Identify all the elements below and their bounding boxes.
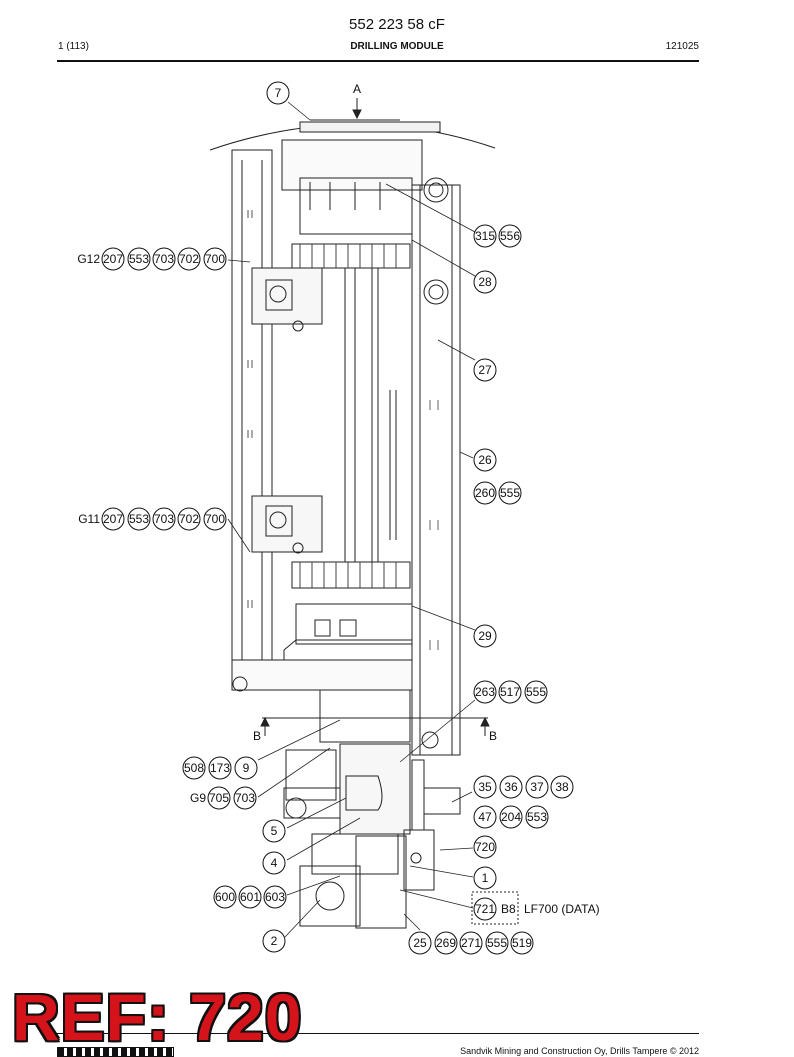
section-label-b-left: B xyxy=(253,729,261,743)
page-title: DRILLING MODULE xyxy=(350,41,444,52)
group-label-g11: G11 xyxy=(78,512,100,526)
callout-700: 700 xyxy=(205,512,225,526)
callout-553: 553 xyxy=(129,512,149,526)
label-b8: B8 xyxy=(501,902,516,916)
callout-702: 702 xyxy=(179,512,199,526)
callout-555: 555 xyxy=(500,486,520,500)
callout-263: 263 xyxy=(475,685,495,699)
ref-stamp: REF: 720 xyxy=(12,980,303,1054)
section-label-b-right: B xyxy=(489,729,497,743)
callout-519: 519 xyxy=(512,936,532,950)
group-label-g9: G9 xyxy=(190,791,206,805)
callout-603: 603 xyxy=(265,890,285,904)
callout-204: 204 xyxy=(501,810,521,824)
callout-37: 37 xyxy=(530,780,544,794)
header-rule xyxy=(57,60,699,62)
view-label-a: A xyxy=(353,82,361,96)
callout-26: 26 xyxy=(478,453,492,467)
callout-25: 25 xyxy=(413,936,427,950)
callout-315: 315 xyxy=(475,229,495,243)
callout-173: 173 xyxy=(210,761,230,775)
callout-7: 7 xyxy=(275,86,282,100)
callout-27: 27 xyxy=(478,363,492,377)
callout-36: 36 xyxy=(504,780,518,794)
label-lf700: LF700 (DATA) xyxy=(524,902,600,916)
callout-4: 4 xyxy=(271,856,278,870)
callout-29: 29 xyxy=(478,629,492,643)
page-indicator: 1 (113) xyxy=(58,41,89,52)
footer-rule xyxy=(57,1033,699,1034)
callout-38: 38 xyxy=(555,780,569,794)
document-number: 552 223 58 cF xyxy=(349,16,445,33)
document-code: 121025 xyxy=(665,41,699,52)
callout-207: 207 xyxy=(103,252,123,266)
callout-5: 5 xyxy=(271,824,278,838)
callout-702: 702 xyxy=(179,252,199,266)
callout-703: 703 xyxy=(154,252,174,266)
callout-556: 556 xyxy=(500,229,520,243)
callout-269: 269 xyxy=(436,936,456,950)
callout-553: 553 xyxy=(129,252,149,266)
callout-2: 2 xyxy=(271,934,278,948)
callout-600: 600 xyxy=(215,890,235,904)
callout-271: 271 xyxy=(461,936,481,950)
callout-47: 47 xyxy=(478,810,492,824)
callout-1: 1 xyxy=(482,871,489,885)
callout-703: 703 xyxy=(235,791,255,805)
callout-circles xyxy=(101,81,574,955)
callout-35: 35 xyxy=(478,780,492,794)
callout-705: 705 xyxy=(209,791,229,805)
callout-601: 601 xyxy=(240,890,260,904)
callout-555: 555 xyxy=(526,685,546,699)
callout-700: 700 xyxy=(205,252,225,266)
footer-copyright: Sandvik Mining and Construction Oy, Dril… xyxy=(460,1046,699,1056)
callout-721: 721 xyxy=(475,902,495,916)
group-label-g12: G12 xyxy=(77,252,100,266)
callout-553: 553 xyxy=(527,810,547,824)
callout-207: 207 xyxy=(103,512,123,526)
callout-517: 517 xyxy=(500,685,520,699)
callout-703: 703 xyxy=(154,512,174,526)
callout-508: 508 xyxy=(184,761,204,775)
callout-720: 720 xyxy=(475,840,495,854)
callout-555: 555 xyxy=(487,936,507,950)
callout-260: 260 xyxy=(475,486,495,500)
callout-9: 9 xyxy=(243,761,250,775)
callout-28: 28 xyxy=(478,275,492,289)
